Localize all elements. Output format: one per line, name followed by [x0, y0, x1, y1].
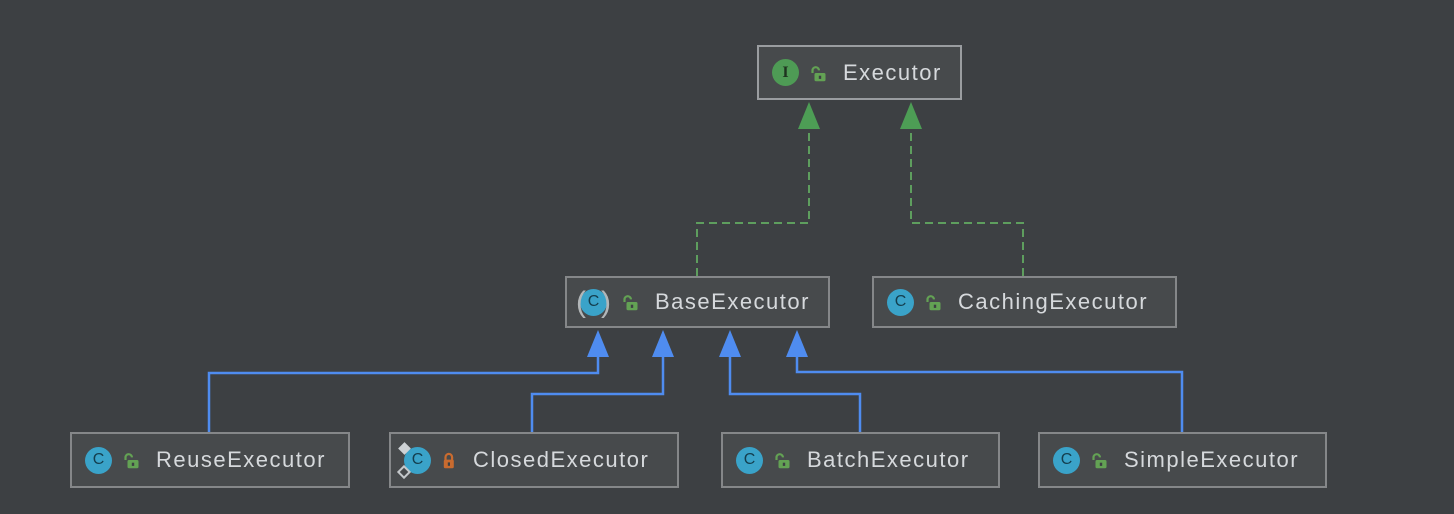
edge-closedexecutor-extends-baseexecutor[interactable] — [530, 330, 674, 432]
abstract-class-icon: ( C ) — [576, 285, 611, 319]
node-simple-executor[interactable]: C SimpleExecutor — [1038, 432, 1327, 488]
public-lock-icon — [773, 451, 791, 469]
inner-class-icon: C — [396, 441, 431, 479]
node-closed-executor[interactable]: C ClosedExecutor — [389, 432, 679, 488]
private-lock-icon — [441, 451, 457, 469]
edge-line — [728, 356, 862, 432]
public-lock-icon — [809, 64, 827, 82]
edge-line — [530, 356, 665, 432]
node-label: ClosedExecutor — [473, 447, 650, 472]
edge-arrowhead — [719, 330, 741, 357]
edge-line — [696, 128, 810, 276]
node-label: ReuseExecutor — [156, 447, 326, 472]
class-icon: C — [85, 446, 112, 474]
edge-line — [795, 356, 1184, 432]
node-executor[interactable]: I Executor — [757, 45, 962, 100]
edge-simpleexecutor-extends-baseexecutor[interactable] — [786, 330, 1184, 432]
node-label: Executor — [843, 59, 942, 85]
node-base-executor[interactable]: ( C ) BaseExecutor — [565, 276, 830, 328]
edge-arrowhead — [798, 102, 820, 129]
edge-batchexecutor-extends-baseexecutor[interactable] — [719, 330, 862, 432]
interface-icon: I — [772, 59, 799, 86]
edge-cachingexecutor-implements-executor[interactable] — [900, 102, 1024, 276]
node-label: SimpleExecutor — [1124, 447, 1300, 472]
class-icon: C — [1053, 446, 1080, 474]
edge-line — [910, 128, 1024, 276]
node-label: BatchExecutor — [807, 447, 970, 472]
edge-arrowhead — [652, 330, 674, 357]
public-lock-icon — [621, 293, 639, 311]
node-reuse-executor[interactable]: C ReuseExecutor — [70, 432, 350, 488]
node-label: BaseExecutor — [655, 289, 810, 314]
node-caching-executor[interactable]: C CachingExecutor — [872, 276, 1177, 328]
node-batch-executor[interactable]: C BatchExecutor — [721, 432, 1000, 488]
class-icon: C — [736, 446, 763, 474]
public-lock-icon — [924, 293, 942, 311]
public-lock-icon — [1090, 451, 1108, 469]
edge-reuseexecutor-extends-baseexecutor[interactable] — [207, 330, 609, 432]
edge-line — [207, 356, 600, 432]
edge-arrowhead — [786, 330, 808, 357]
public-lock-icon — [122, 451, 140, 469]
class-icon: C — [887, 288, 914, 316]
node-label: CachingExecutor — [958, 289, 1149, 314]
edge-baseexecutor-implements-executor[interactable] — [696, 102, 820, 276]
edge-arrowhead — [900, 102, 922, 129]
edge-arrowhead — [587, 330, 609, 357]
